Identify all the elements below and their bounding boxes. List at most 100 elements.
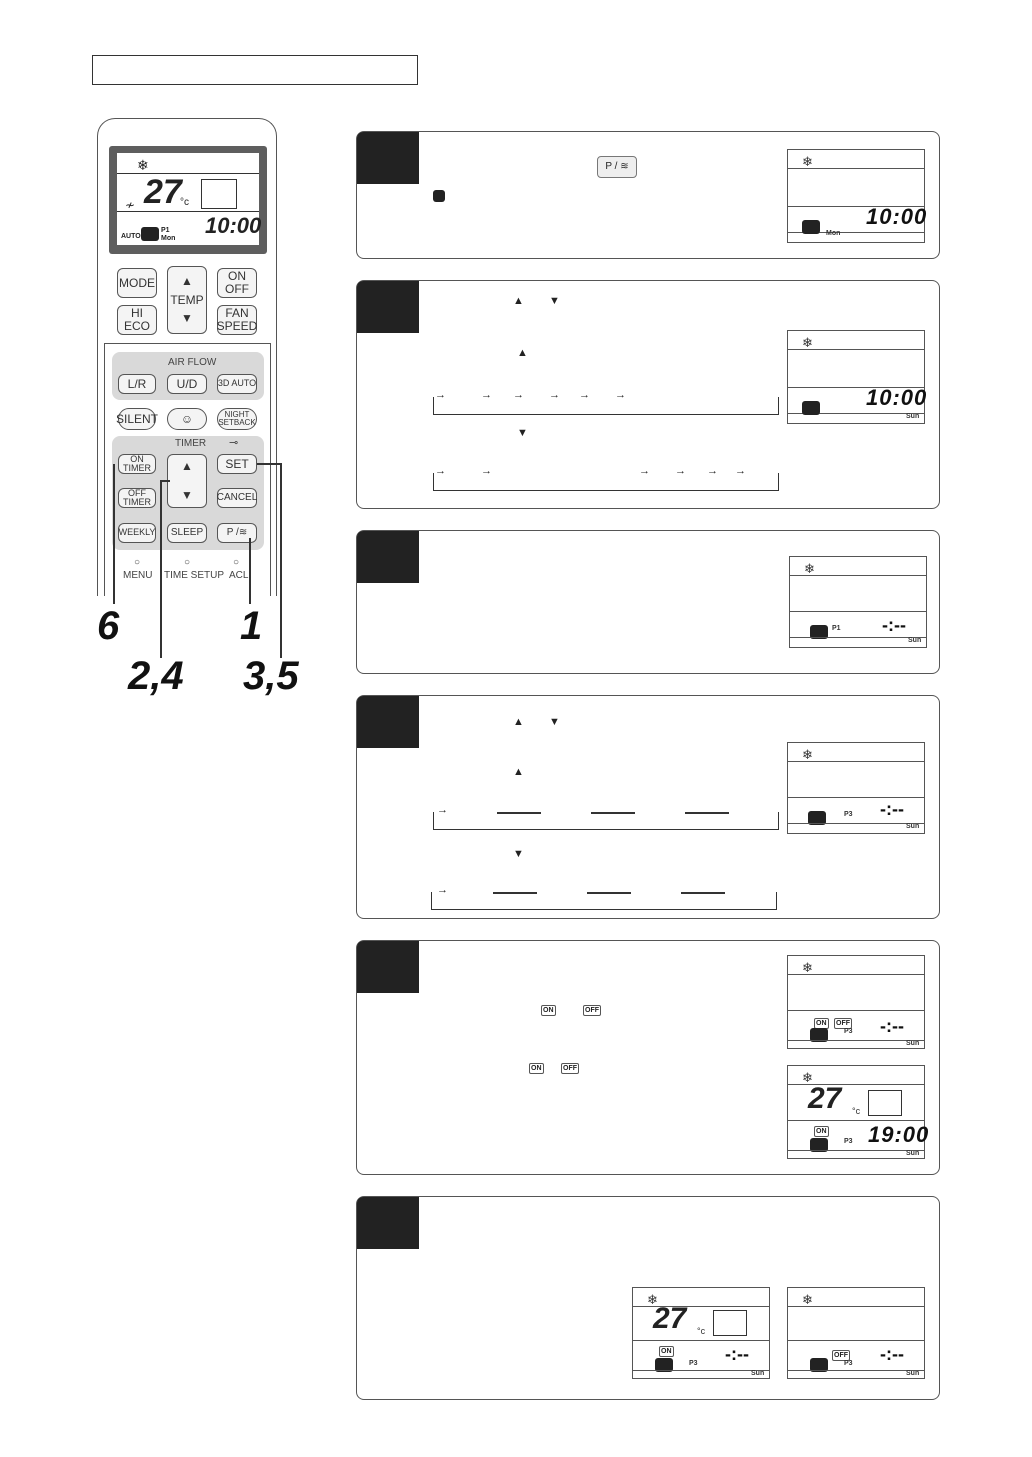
temp-button[interactable]: ▲ TEMP ▼ bbox=[167, 266, 207, 334]
lock-key-icon: ⊸ bbox=[229, 437, 239, 449]
step5-display-a: ❄ ON OFF P3 -:-- Sun bbox=[787, 955, 925, 1049]
fan-speed-button[interactable]: FAN SPEED bbox=[216, 305, 258, 335]
display-time: 19:00 bbox=[868, 1122, 930, 1147]
snowflake-icon: ❄ bbox=[804, 561, 815, 576]
sleep-button[interactable]: SLEEP bbox=[167, 523, 207, 543]
display-program: P3 bbox=[689, 1360, 698, 1367]
weekly-icon bbox=[655, 1358, 673, 1372]
arrow: → bbox=[437, 804, 448, 816]
up-icon: ▲ bbox=[181, 459, 193, 474]
ud-button[interactable]: U/D bbox=[167, 374, 207, 394]
arrow-line bbox=[685, 812, 729, 814]
arrow: → bbox=[639, 465, 650, 477]
3d-auto-button[interactable]: 3D AUTO bbox=[217, 374, 257, 394]
cycle-bracket-up bbox=[433, 812, 779, 830]
snowflake-icon: ❄ bbox=[802, 1292, 813, 1307]
step-number-block bbox=[357, 696, 419, 748]
wifi-icon: ≋ bbox=[238, 526, 248, 538]
section-title-box bbox=[92, 55, 418, 85]
arrow-line bbox=[591, 812, 635, 814]
arrow: → bbox=[579, 389, 590, 401]
silent-button[interactable]: SILENT bbox=[116, 408, 158, 430]
menu-label: MENU bbox=[123, 570, 153, 581]
p-key-icon: P / ≋ bbox=[597, 156, 637, 178]
lcd-program: P1 bbox=[161, 227, 170, 234]
remote-lcd-screen: ❄ ≁ 27 °c 10:00 AUTO P1 Mon bbox=[117, 153, 261, 245]
weekly-icon bbox=[808, 811, 826, 825]
cancel-button[interactable]: CANCEL bbox=[217, 488, 257, 508]
acl-label: ACL bbox=[229, 570, 249, 581]
callout-6: 6 bbox=[97, 604, 120, 648]
callout-line-24 bbox=[160, 480, 162, 658]
weekly-button[interactable]: WEEKLY bbox=[118, 523, 156, 543]
step-5: ON OFF ON OFF ❄ ON OFF P3 -:-- Sun ❄ 27 … bbox=[356, 940, 940, 1175]
step-number-block bbox=[357, 132, 419, 184]
step-3: ❄ P1 -:-- Sun bbox=[356, 530, 940, 674]
arrow: → bbox=[435, 465, 446, 477]
on-off-button[interactable]: ON OFF bbox=[217, 268, 257, 298]
arrow-line bbox=[587, 892, 631, 894]
down-triangle-icon: ▼ bbox=[513, 848, 524, 860]
step-number-block bbox=[357, 281, 419, 333]
down-icon: ▼ bbox=[181, 488, 193, 502]
menu-dot[interactable]: ○ bbox=[134, 557, 141, 568]
display-program: P3 bbox=[844, 811, 853, 818]
p-button[interactable]: P / ≋ bbox=[217, 523, 257, 543]
off-timer-button[interactable]: OFF TIMER bbox=[118, 488, 156, 508]
weekly-icon bbox=[810, 1138, 828, 1152]
fan-face-button[interactable]: ☺ bbox=[167, 408, 207, 430]
remote-lower-cover bbox=[104, 343, 271, 596]
mode-button[interactable]: MODE bbox=[117, 268, 157, 298]
acl-dot[interactable]: ○ bbox=[233, 557, 240, 568]
arrow: → bbox=[481, 465, 492, 477]
callout-line-35-h bbox=[257, 463, 281, 465]
display-day: Sun bbox=[908, 637, 922, 644]
set-button[interactable]: SET bbox=[217, 454, 257, 474]
step6-display-a: ❄ 27 °c ON P3 -:-- Sun bbox=[632, 1287, 770, 1379]
callout-1: 1 bbox=[240, 604, 263, 648]
weekly-icon bbox=[810, 1358, 828, 1372]
snowflake-icon: ❄ bbox=[802, 960, 813, 975]
snowflake-icon: ❄ bbox=[137, 157, 149, 173]
timer-updown-button[interactable]: ▲▼ bbox=[167, 454, 207, 508]
on-timer-button[interactable]: ON TIMER bbox=[118, 454, 156, 474]
down-triangle-icon: ▼ bbox=[549, 716, 560, 728]
arrow: → bbox=[435, 389, 446, 401]
callout-line-6 bbox=[113, 464, 115, 604]
display-program: P3 bbox=[844, 1360, 853, 1367]
step2-display: ❄ 10:00 Sun bbox=[787, 330, 926, 424]
night-setback-button[interactable]: NIGHT SETBACK bbox=[217, 408, 257, 430]
down-triangle-icon: ▼ bbox=[517, 427, 528, 439]
snowflake-icon: ❄ bbox=[647, 1292, 658, 1307]
arrow: → bbox=[735, 465, 746, 477]
hi-eco-button[interactable]: HI ECO bbox=[117, 305, 157, 335]
weekly-icon bbox=[802, 220, 820, 234]
cycle-bracket-down bbox=[431, 892, 777, 910]
display-day: Sun bbox=[906, 823, 920, 830]
up-triangle-icon: ▲ bbox=[513, 716, 524, 728]
arrow: → bbox=[481, 389, 492, 401]
callout-3-5: 3,5 bbox=[243, 654, 299, 698]
display-off: OFF bbox=[834, 1018, 852, 1029]
up-triangle-icon: ▲ bbox=[513, 295, 524, 307]
step-4: ▲ ▼ ▲ → ▼ → ❄ P3 -:-- Sun bbox=[356, 695, 940, 919]
lr-button[interactable]: L/R bbox=[118, 374, 156, 394]
display-program: P3 bbox=[844, 1028, 853, 1035]
off-chip: OFF bbox=[561, 1063, 579, 1074]
step1-display: ❄ 10:00 Mon bbox=[787, 149, 926, 243]
lcd-auto: AUTO bbox=[121, 233, 141, 240]
arrow-line bbox=[681, 892, 725, 894]
down-triangle-icon: ▼ bbox=[549, 295, 560, 307]
arrow-line bbox=[497, 812, 541, 814]
on-chip: ON bbox=[541, 1005, 556, 1016]
timer-label: TIMER bbox=[175, 438, 207, 449]
up-triangle-icon: ▲ bbox=[513, 766, 524, 778]
callout-line-35 bbox=[280, 463, 282, 658]
step-number-block bbox=[357, 941, 419, 993]
arrow: → bbox=[707, 465, 718, 477]
display-day: Sun bbox=[906, 1370, 920, 1377]
step-1: P / ≋ ❄ 10:00 Mon bbox=[356, 131, 940, 259]
time-setup-dot[interactable]: ○ bbox=[184, 557, 191, 568]
display-temp-unit: °c bbox=[852, 1106, 861, 1116]
display-dash: -:-- bbox=[882, 615, 906, 635]
